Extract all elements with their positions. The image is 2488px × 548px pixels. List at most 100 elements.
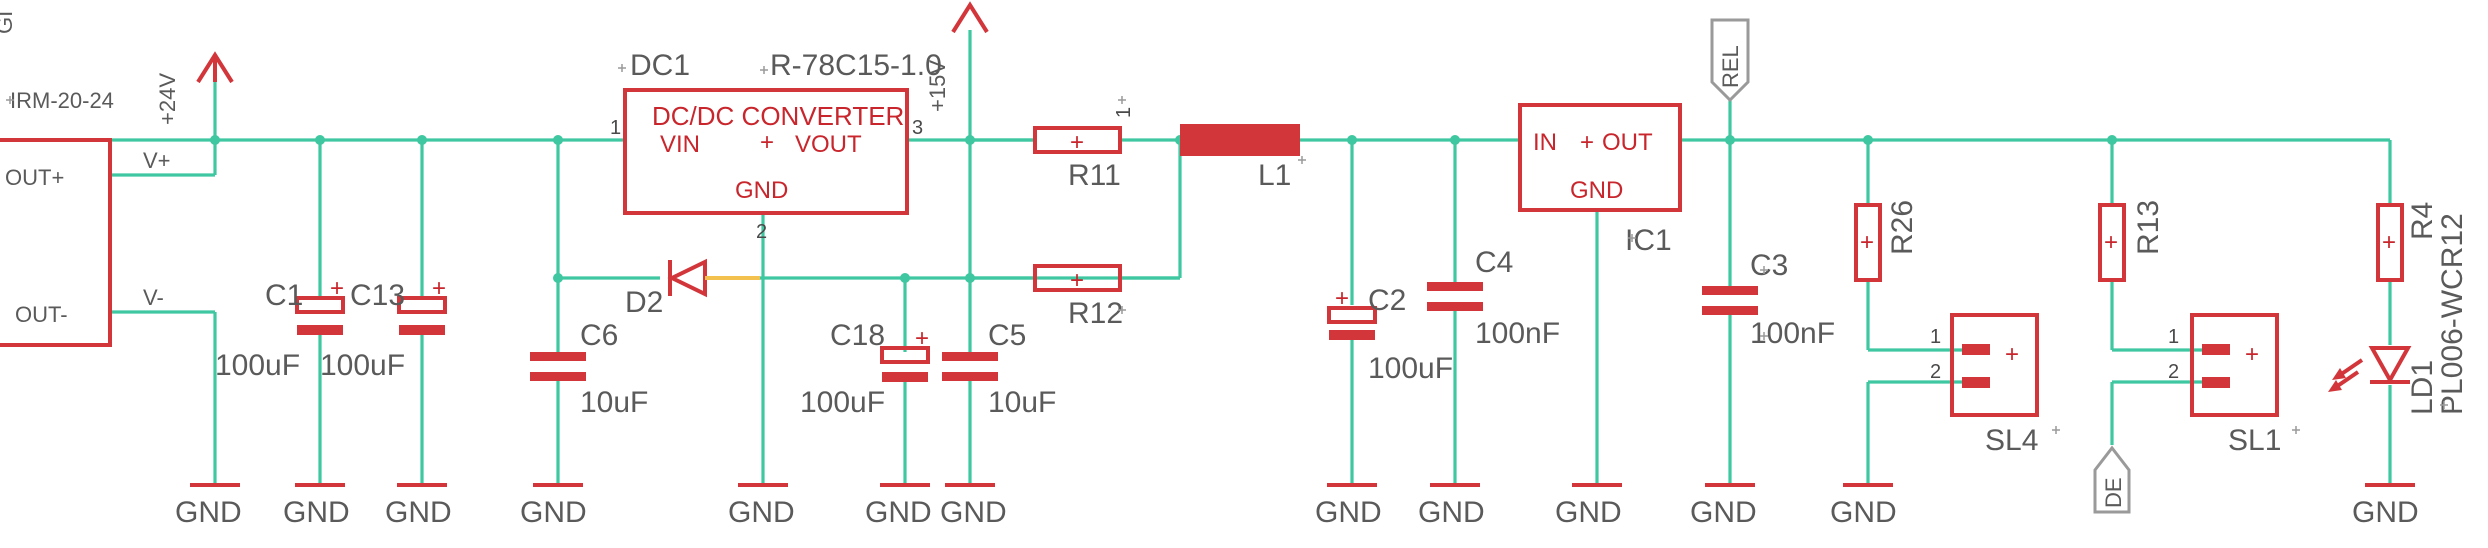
c4-value: 100nF: [1475, 317, 1560, 350]
c5-capacitor: C5 10uF: [942, 319, 1056, 419]
dc1-value: R-78C15-1.0: [770, 49, 942, 82]
ic1-gnd: GND: [1570, 177, 1623, 204]
r11-pin: 1: [1113, 107, 1135, 118]
c6-value: 10uF: [580, 386, 648, 419]
de-label: DE: [2101, 477, 2126, 508]
rail-15v-label: +15V: [925, 60, 950, 112]
ic1-in: IN: [1533, 129, 1557, 156]
junctions: [210, 135, 2117, 283]
c13-value: 100uF: [320, 349, 405, 382]
svg-text:+: +: [432, 275, 446, 302]
l1-name: L1: [1258, 159, 1291, 192]
c2-name: C2: [1368, 284, 1406, 317]
sl4-connector: + 1 2 SL4: [1930, 313, 2039, 457]
r11-name: R11: [1068, 159, 1121, 192]
r4-name: R4: [2406, 202, 2439, 240]
psu-vminus-label: V-: [143, 285, 164, 310]
r12-resistor: + R12: [1033, 264, 1123, 330]
gnd-label-ic1: GND: [1555, 496, 1622, 529]
c6-name: C6: [580, 319, 618, 352]
gnd-label-c2: GND: [1315, 496, 1382, 529]
c18-capacitor: + C18 100uF: [800, 319, 930, 419]
ground-symbols: GND GND GND GND GND GND GND GND GND GND …: [175, 483, 2419, 529]
gnd-label-c13: GND: [385, 496, 452, 529]
svg-text:+: +: [1335, 285, 1349, 312]
svg-text:+: +: [760, 129, 774, 156]
rel-label: REL: [1718, 45, 1743, 88]
svg-text:+: +: [1070, 267, 1084, 294]
gnd-label-ld1: GND: [2352, 496, 2419, 529]
supply-24v-arrow: +24V: [155, 51, 234, 125]
c2-capacitor: + C2 100uF: [1327, 284, 1453, 385]
dc1-converter: DC/DC CONVERTER VIN VOUT GND + 1 3 2 DC1…: [610, 49, 942, 243]
gnd-label-c3: GND: [1690, 496, 1757, 529]
c4-name: C4: [1475, 246, 1513, 279]
c1-value: 100uF: [215, 349, 300, 382]
psu-out-plus-label: OUT+: [5, 165, 64, 190]
sl4-name: SL4: [1985, 424, 2038, 457]
c1-name: C1: [265, 279, 303, 312]
svg-text:+: +: [1580, 129, 1594, 156]
svg-text:+: +: [330, 275, 344, 302]
c18-name: C18: [830, 319, 885, 352]
svg-text:+: +: [1070, 129, 1084, 156]
svg-text:+: +: [2104, 229, 2118, 256]
c6-capacitor: C6 10uF: [530, 319, 648, 419]
sl4-pin1: 1: [1930, 326, 1941, 348]
gnd-label-c5: GND: [940, 496, 1007, 529]
sl1-connector: + 1 2 SL1: [2168, 313, 2281, 457]
sl1-name: SL1: [2228, 424, 2281, 457]
dc1-vin: VIN: [660, 131, 700, 158]
ic1-out: OUT: [1602, 129, 1653, 156]
c5-name: C5: [988, 319, 1026, 352]
psu-irm-20-24: GI IRM-20-24 OUT+ OUT- V+ V-: [0, 11, 171, 347]
gnd-label-c4: GND: [1418, 496, 1485, 529]
de-net-flag: DE: [2093, 445, 2131, 514]
sl4-pin2: 2: [1930, 361, 1941, 383]
gnd-label-c1: GND: [283, 496, 350, 529]
c13-name: C13: [350, 279, 405, 312]
psu-out-minus-label: OUT-: [15, 302, 68, 327]
c3-value: 100nF: [1750, 317, 1835, 350]
l1-inductor: L1: [1180, 124, 1300, 192]
gnd-label-sl4: GND: [1830, 496, 1897, 529]
r13-resistor: + R13: [2098, 200, 2165, 282]
c1-capacitor: + C1 100uF: [215, 275, 345, 382]
sl1-pin1: 1: [2168, 326, 2179, 348]
ld1-name: LD1: [2406, 360, 2439, 415]
gnd-label-dc1: GND: [728, 496, 795, 529]
c13-capacitor: + C13 100uF: [320, 275, 447, 382]
r4-resistor: + R4: [2376, 202, 2439, 282]
r11-resistor: + R11 1: [1033, 107, 1135, 192]
c3-name: C3: [1750, 249, 1788, 282]
dc1-pin3: 3: [912, 117, 923, 139]
corner-cut-label: GI: [0, 11, 17, 34]
dc1-pin2: 2: [756, 221, 767, 243]
ic1-name: IC1: [1625, 224, 1672, 257]
d2-name: D2: [625, 286, 663, 319]
ld1-led: LD1 PL006-WCR12: [2328, 213, 2469, 415]
dc1-vout: VOUT: [795, 131, 862, 158]
wires: [110, 30, 2392, 485]
sl1-pin2: 2: [2168, 361, 2179, 383]
rel-net-flag: REL: [1710, 18, 1750, 103]
c4-capacitor: C4 100nF: [1427, 246, 1560, 350]
dc1-pin1: 1: [610, 117, 621, 139]
svg-text:+: +: [1860, 229, 1874, 256]
rail-24v-label: +24V: [155, 73, 180, 125]
psu-vplus-label: V+: [143, 148, 171, 173]
gnd-label-c6: GND: [520, 496, 587, 529]
svg-text:+: +: [915, 325, 929, 352]
r26-name: R26: [1886, 200, 1919, 255]
ic1-regulator: IN OUT + GND IC1: [1518, 103, 1682, 257]
svg-text:+: +: [2005, 341, 2019, 368]
svg-text:+: +: [2382, 229, 2396, 256]
supply-15v-arrow: +15V: [925, 1, 989, 112]
r26-resistor: + R26: [1854, 200, 1919, 282]
r13-name: R13: [2132, 200, 2165, 255]
r12-name: R12: [1068, 297, 1123, 330]
svg-text:+: +: [2245, 341, 2259, 368]
c18-value: 100uF: [800, 386, 885, 419]
psu-name-label: IRM-20-24: [10, 88, 114, 113]
